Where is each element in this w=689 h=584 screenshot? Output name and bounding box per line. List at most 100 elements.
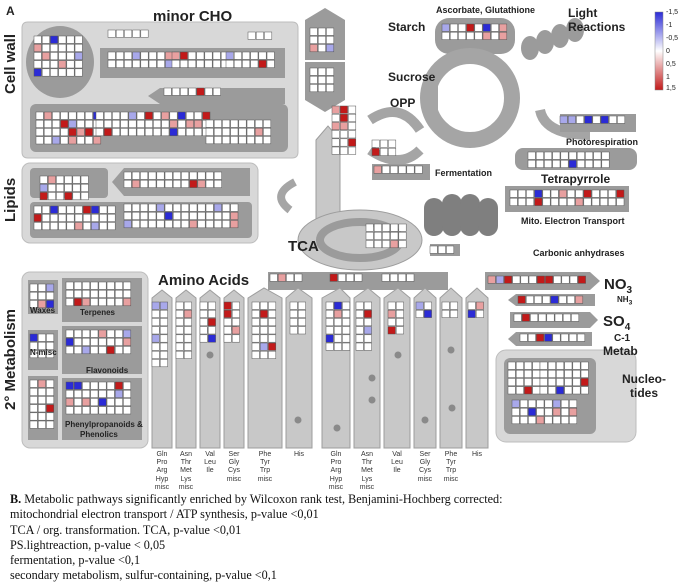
gene-cell: [123, 220, 132, 229]
gene-cell: [528, 416, 537, 425]
gene-cell: [73, 398, 82, 407]
gene-cell: [382, 223, 391, 232]
gene-cell: [246, 136, 255, 145]
gene-cell: [46, 333, 55, 342]
gene-cell: [181, 203, 190, 212]
gene-cell: [254, 127, 263, 136]
gene-cell: [266, 51, 275, 60]
gene-cell: [80, 175, 89, 184]
gene-cell: [326, 44, 335, 53]
gene-cell: [65, 398, 74, 407]
gene-cell: [185, 119, 194, 128]
gene-cell: [544, 151, 553, 160]
gene-cell: [90, 337, 99, 346]
gene-cell: [151, 350, 160, 359]
gene-cell: [106, 298, 115, 307]
gene-cell: [564, 386, 573, 395]
gene-cell: [398, 240, 407, 249]
gene-cell: [558, 295, 567, 304]
gene-cell: [196, 87, 205, 96]
gene-cell: [123, 398, 132, 407]
gene-cell: [41, 68, 50, 77]
gene-cell: [379, 147, 388, 156]
gene-cell: [29, 283, 38, 292]
label-amino-acids: Amino Acids: [158, 272, 250, 289]
gene-cell: [572, 386, 581, 395]
gene-cell: [199, 326, 208, 335]
gene-cell: [542, 189, 551, 198]
gene-cell: [140, 29, 149, 38]
gene-cell: [382, 240, 391, 249]
gene-cell: [33, 213, 42, 222]
gene-cell: [213, 171, 222, 180]
gene-cell: [251, 301, 260, 310]
gene-cell: [583, 197, 592, 206]
gene-cell: [348, 146, 357, 155]
label-flavonoids: Flavonoids: [86, 366, 129, 375]
gene-cell: [82, 329, 91, 338]
gene-cell: [128, 128, 137, 137]
gene-cell: [136, 111, 145, 120]
gene-cell: [571, 313, 580, 322]
gene-cell: [379, 139, 388, 148]
gene-cell: [65, 389, 74, 398]
gene-cell: [355, 334, 364, 343]
gene-cell: [212, 51, 221, 60]
gene-cell: [325, 342, 334, 351]
gene-cell: [536, 275, 545, 284]
gene-cell: [333, 342, 342, 351]
gene-cell: [98, 337, 107, 346]
gene-cell: [441, 309, 450, 318]
gene-cell: [415, 309, 424, 318]
gene-cell: [251, 309, 260, 318]
gene-cell: [515, 361, 524, 370]
gene-cell: [521, 313, 530, 322]
gene-cell: [72, 192, 81, 201]
gene-cell: [58, 68, 67, 77]
gene-cell: [231, 309, 240, 318]
gene-cell: [616, 189, 625, 198]
gene-cell: [156, 211, 165, 220]
gene-cell: [437, 245, 446, 254]
gene-cell: [583, 189, 592, 198]
gene-cell: [197, 171, 206, 180]
gene-cell: [205, 203, 214, 212]
gene-cell: [601, 151, 610, 160]
gene-cell: [572, 378, 581, 387]
gene-cell: [136, 128, 145, 137]
gene-cell: [507, 378, 516, 387]
gene-cell: [562, 313, 571, 322]
gene-cell: [528, 275, 537, 284]
gene-cell: [414, 165, 423, 174]
gene-cell: [474, 31, 483, 40]
gene-cell: [268, 326, 277, 335]
gene-cell: [84, 119, 93, 128]
gene-cell: [123, 406, 132, 415]
gene-cell: [584, 115, 593, 124]
calvin-cycle: [420, 48, 520, 148]
gene-cell: [164, 171, 173, 180]
gene-cell: [499, 31, 508, 40]
gene-cell: [46, 420, 55, 429]
gene-cell: [263, 119, 272, 128]
gene-cell: [535, 159, 544, 168]
gene-cell: [80, 192, 89, 201]
gene-cell: [560, 159, 569, 168]
gene-cell: [52, 119, 61, 128]
gene-cell: [542, 295, 551, 304]
gene-cell: [205, 220, 214, 229]
gene-cell: [331, 122, 340, 131]
gene-cell: [74, 35, 83, 44]
gene-cell: [511, 407, 520, 416]
gene-cell: [490, 31, 499, 40]
gene-cell: [29, 341, 38, 350]
gene-cell: [363, 301, 372, 310]
gene-cell: [449, 309, 458, 318]
gene-cell: [560, 399, 569, 408]
gene-cell: [552, 416, 561, 425]
gene-cell: [441, 31, 450, 40]
gene-cell: [339, 105, 348, 114]
gene-cell: [120, 111, 129, 120]
gene-cell: [608, 189, 617, 198]
gene-cell: [140, 171, 149, 180]
